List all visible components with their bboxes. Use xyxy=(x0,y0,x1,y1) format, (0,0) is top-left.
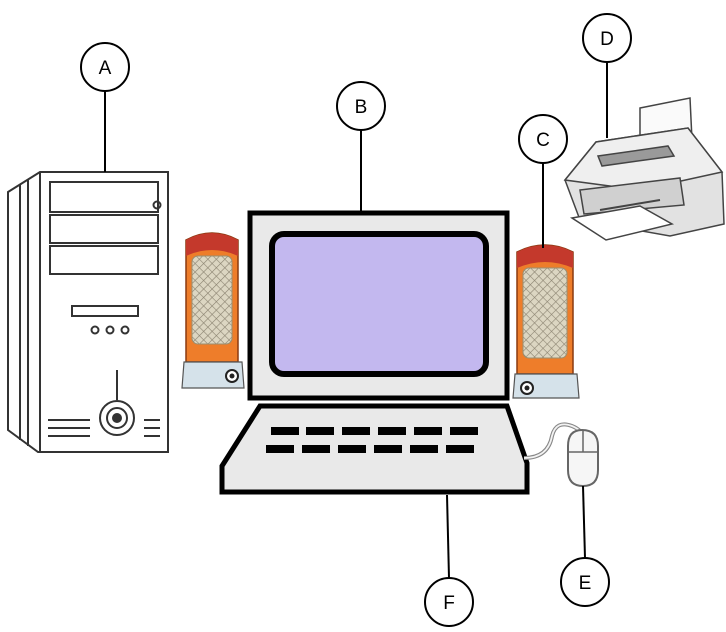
callout-f: F xyxy=(424,577,474,627)
monitor-icon xyxy=(247,210,510,401)
callout-b-label: B xyxy=(355,97,368,118)
callout-c: C xyxy=(518,114,568,164)
callout-b: B xyxy=(336,81,386,131)
mouse-icon xyxy=(523,422,599,488)
callout-d-label: D xyxy=(600,29,614,50)
speaker-icon xyxy=(512,244,580,399)
callout-leader-lines xyxy=(104,62,608,579)
callout-e: E xyxy=(560,557,610,607)
callout-e-label: E xyxy=(579,573,592,594)
callout-f-label: F xyxy=(443,593,455,614)
callout-a: A xyxy=(80,42,130,92)
printer-icon xyxy=(563,97,725,241)
keyboard-icon xyxy=(219,403,530,495)
callout-a-label: A xyxy=(99,58,112,79)
callout-d: D xyxy=(582,13,632,63)
system-unit-icon xyxy=(7,171,169,453)
speaker-icon xyxy=(181,232,245,389)
callout-c-label: C xyxy=(536,130,550,151)
